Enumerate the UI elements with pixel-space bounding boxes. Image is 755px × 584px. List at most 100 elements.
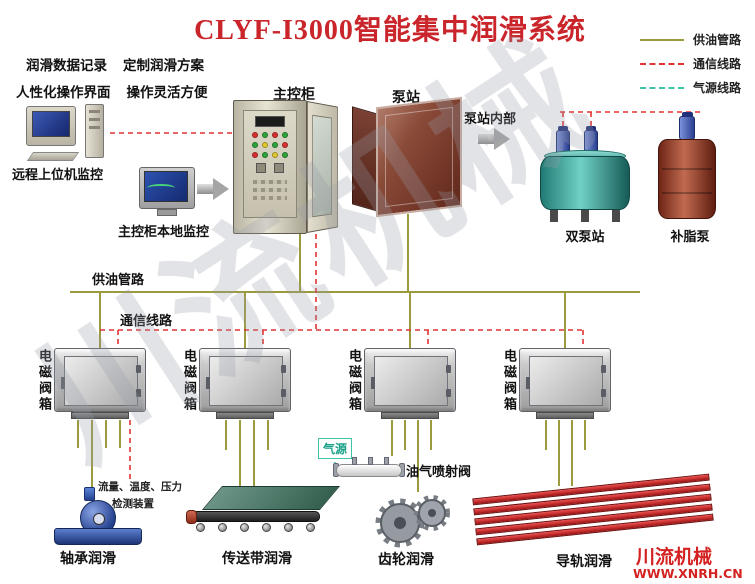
gear-label: 齿轮润滑 (378, 552, 434, 568)
local-monitor-label: 主控柜本地监控 (118, 225, 210, 240)
valve-manifold (536, 412, 594, 419)
injector-fitting (352, 457, 357, 465)
main-cabinet-label: 主控柜 (273, 87, 315, 103)
conveyor-roller (262, 523, 271, 532)
legend: 供油管路 通信线路 气源线路 (639, 32, 741, 95)
cabinet-open-door (307, 101, 338, 233)
cabinet-door-window (312, 114, 332, 218)
valve-box-door (526, 356, 606, 406)
pump-cabinet-side (352, 106, 378, 212)
conveyor-roller (240, 523, 249, 532)
remote-monitor-label: 远程上位机监控 (12, 168, 104, 183)
cabinet-display (255, 116, 285, 127)
pump-cabinet-front (376, 96, 462, 218)
comm-line-sample (639, 62, 684, 65)
feature-flexible-operation: 操作灵活方便 (126, 85, 208, 101)
remote-computer (24, 102, 108, 164)
oil-supply-lines (70, 214, 640, 498)
dual-pump-tank (540, 126, 630, 224)
valve-box-1 (54, 348, 146, 420)
valve-box-door (206, 356, 286, 406)
computer-keyboard (26, 152, 80, 161)
conveyor-label: 传送带润滑 (222, 551, 292, 567)
gauge-icon (84, 487, 95, 501)
oil-line-sample (639, 38, 684, 41)
bearing-base (54, 528, 142, 545)
valve-manifold (71, 412, 129, 419)
valve-box-label-2: 电磁阀箱 (181, 349, 196, 413)
bearing-block (54, 498, 142, 548)
grease-pump-drum (656, 112, 718, 222)
air-line-sample (639, 86, 684, 89)
feature-row-1: 润滑数据记录 定制润滑方案 (26, 54, 204, 74)
computer-screen (32, 111, 70, 137)
footer-brand: 川流机械 (636, 546, 713, 568)
injector-label: 油气喷射阀 (406, 465, 472, 480)
comm-bus-label: 通信线路 (120, 314, 173, 329)
conveyor-roller (196, 523, 205, 532)
feature-data-record: 润滑数据记录 (26, 58, 107, 74)
valve-box-3 (364, 348, 456, 420)
cabinet-indicator-lights (244, 130, 296, 160)
computer-monitor (26, 106, 76, 146)
computer-tower (85, 104, 104, 158)
sensor-text-line1: 流量、温度、压力 (98, 481, 182, 493)
valve-box-2 (199, 348, 291, 420)
sensor-note: 流量、温度、压力 检测装置 (84, 479, 190, 511)
page-title: CLYF-I3000智能集中润滑系统 (194, 15, 586, 46)
valve-box-label-3: 电磁阀箱 (346, 349, 361, 413)
monitor-stand (157, 209, 177, 216)
conveyor-frame (192, 511, 320, 522)
legend-label-comm: 通信线路 (692, 57, 741, 71)
arrow-right-icon (478, 128, 510, 150)
sensor-text-line2: 检测装置 (112, 498, 154, 510)
pump-station-cabinet (352, 96, 464, 218)
legend-item-oil: 供油管路 (639, 32, 741, 47)
arrow-right-icon (197, 178, 229, 200)
feature-custom-plan: 定制润滑方案 (123, 58, 204, 74)
gears-graphic (375, 495, 450, 548)
legend-item-air: 气源线路 (639, 80, 741, 95)
bearing-label: 轴承润滑 (60, 551, 116, 567)
cabinet-control-panel (243, 110, 297, 218)
conveyor-roller (306, 523, 315, 532)
bearing-bore (93, 513, 105, 525)
conveyor-belt (186, 486, 341, 542)
valve-box-label-1: 电磁阀箱 (36, 349, 51, 413)
valve-box-4 (519, 348, 611, 420)
communication-lines (100, 111, 700, 479)
air-source-label: 气源 (318, 438, 353, 459)
cabinet-switches (244, 160, 296, 176)
cabinet-vent (253, 196, 287, 200)
main-control-cabinet (233, 100, 351, 234)
valve-box-label-4: 电磁阀箱 (501, 349, 516, 413)
injector-fitting (368, 457, 373, 465)
cabinet-vent (253, 180, 287, 184)
injector-fitting (384, 457, 389, 465)
guide-rails (468, 473, 716, 550)
grease-pump-label: 补脂泵 (670, 230, 710, 245)
oil-air-injector-valve (333, 454, 405, 480)
monitor-waveform (147, 184, 175, 192)
drum-motor (679, 112, 695, 140)
dual-pump-label: 双泵站 (565, 230, 605, 245)
valve-manifold (381, 412, 439, 419)
feature-friendly-ui: 人性化操作界面 (16, 85, 111, 101)
legend-label-oil: 供油管路 (692, 33, 741, 47)
legend-label-air: 气源线路 (692, 81, 741, 95)
injector-body (336, 464, 402, 477)
conveyor-roller (284, 523, 293, 532)
valve-box-door (371, 356, 451, 406)
cabinet-body (233, 100, 307, 234)
conveyor-drive-drum (186, 510, 197, 524)
local-monitor (139, 167, 195, 219)
conveyor-surface (201, 486, 341, 510)
oil-bus-label: 供油管路 (92, 273, 145, 288)
conveyor-roller (218, 523, 227, 532)
feature-row-2: 人性化操作界面 操作灵活方便 (16, 81, 208, 101)
legend-item-comm: 通信线路 (639, 56, 741, 71)
valve-box-door (61, 356, 141, 406)
rail-label: 导轨润滑 (556, 554, 612, 570)
pump-interior-label: 泵站内部 (464, 112, 517, 127)
